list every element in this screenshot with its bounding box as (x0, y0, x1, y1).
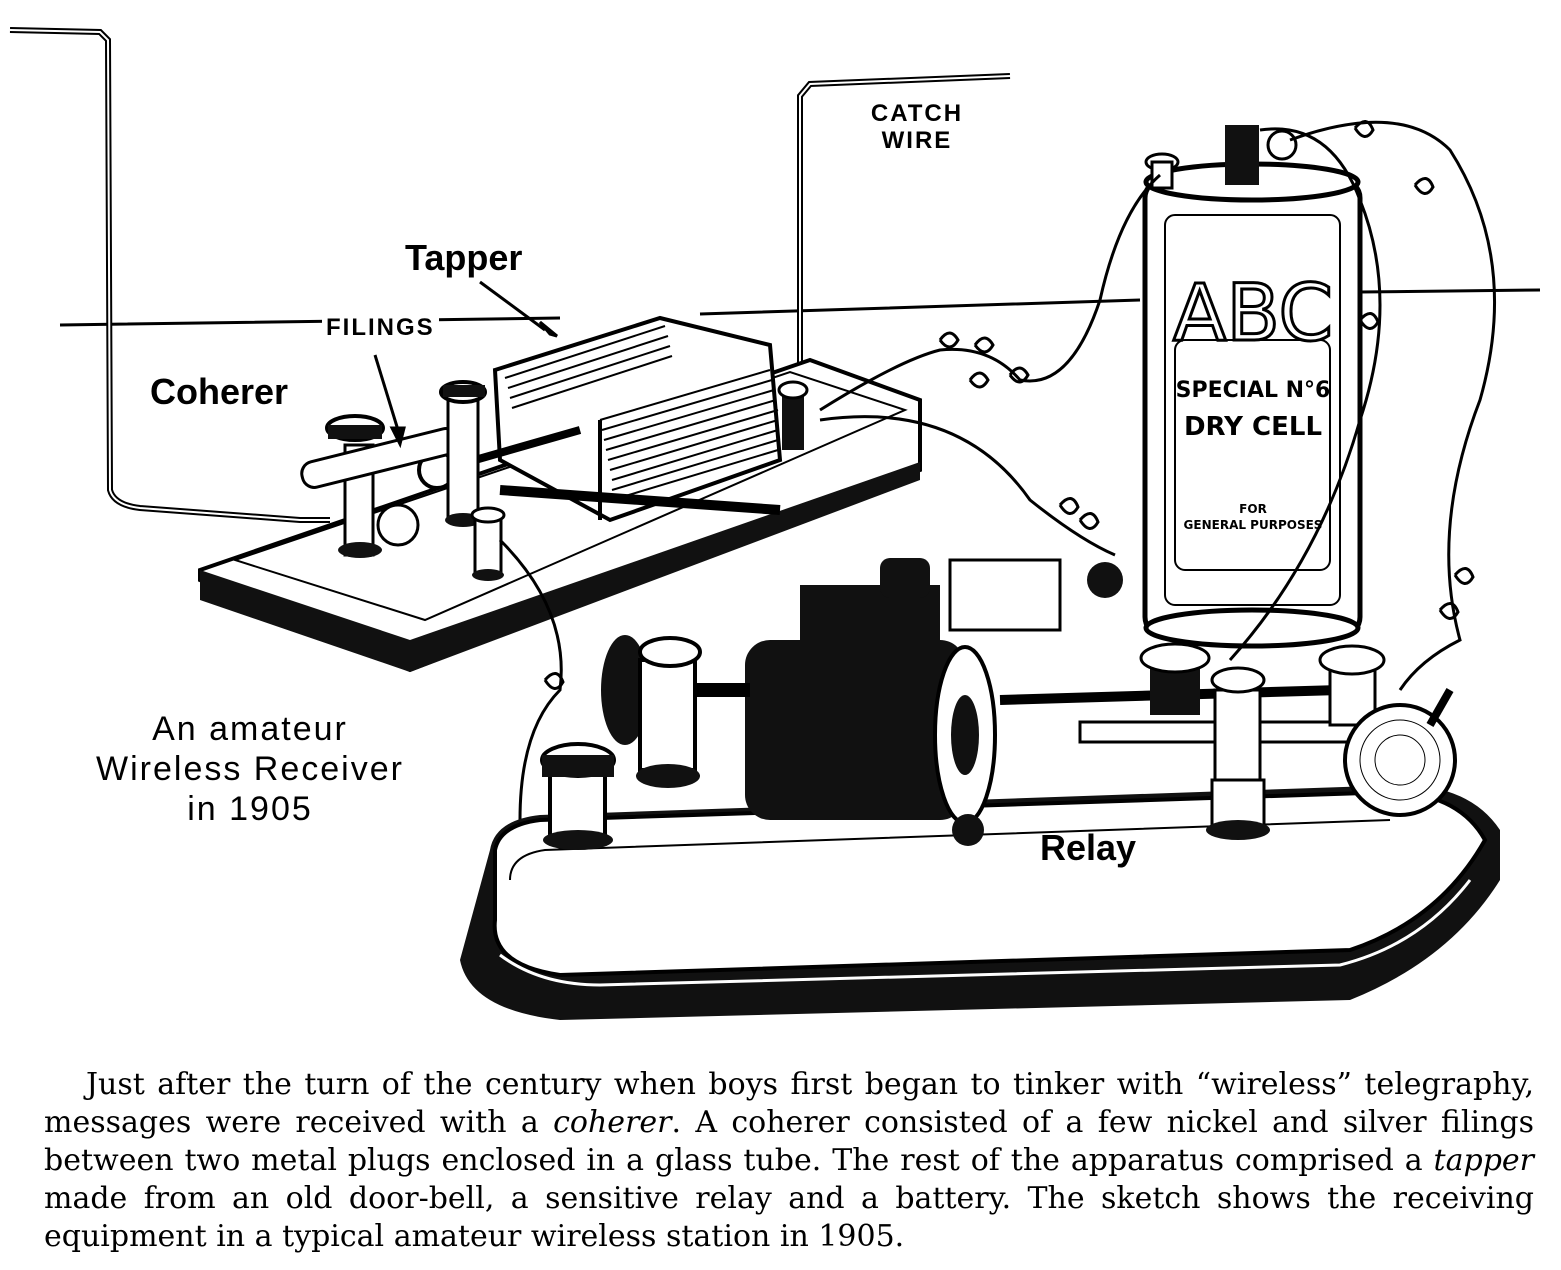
caption-text-part3: made from an old door-bell, a sensitive … (44, 1181, 1534, 1254)
caption-tapper-word: tapper (1433, 1143, 1534, 1178)
battery-brand: ABC (1173, 269, 1333, 359)
receiver-title: An amateur Wireless Receiver in 1905 (40, 712, 460, 826)
caption-coherer-word: coherer (553, 1105, 672, 1140)
connecting-wires (498, 120, 1497, 821)
tapper-pointer (479, 280, 558, 338)
battery-text-line2: DRY CELL (1184, 412, 1322, 442)
catch-wire-label-line2: WIRE (881, 127, 953, 154)
dry-cell-battery (1142, 125, 1363, 649)
tapper-label: Tapper (405, 237, 523, 278)
receiver-title-line2: Wireless Receiver (96, 750, 404, 788)
caption-paragraph: Just after the turn of the century when … (44, 1066, 1534, 1256)
aerial-wire (9, 27, 330, 523)
receiver-title-line3: in 1905 (187, 790, 313, 828)
caption-text-part2: . A coherer consisted of a few nickel an… (44, 1105, 1534, 1178)
catch-wire-label: CATCH WIRE (862, 102, 972, 153)
battery-text-line1: SPECIAL N°6 (1176, 378, 1331, 403)
relay-label: Relay (1040, 827, 1137, 868)
caption: Just after the turn of the century when … (44, 1066, 1534, 1256)
relay-device (540, 558, 1457, 850)
coherer-device (300, 380, 506, 581)
catch-wire-label-line1: CATCH (870, 100, 964, 127)
battery-text-line3: FOR (1239, 502, 1267, 516)
table-edge-line (59, 288, 1541, 327)
coherer-label: Coherer (150, 371, 289, 412)
wireless-receiver-illustration: ABC SPECIAL N°6 DRY CELL FOR GENERAL PUR… (9, 27, 1541, 1020)
battery-text-line4: GENERAL PURPOSES (1184, 518, 1323, 532)
tapper-device (417, 315, 809, 523)
receiver-title-line1: An amateur (152, 710, 348, 748)
filings-pointer (373, 354, 406, 449)
filings-label: FILINGS (322, 316, 439, 340)
caption-text-part1: Just after the turn of the century when … (44, 1067, 1534, 1140)
